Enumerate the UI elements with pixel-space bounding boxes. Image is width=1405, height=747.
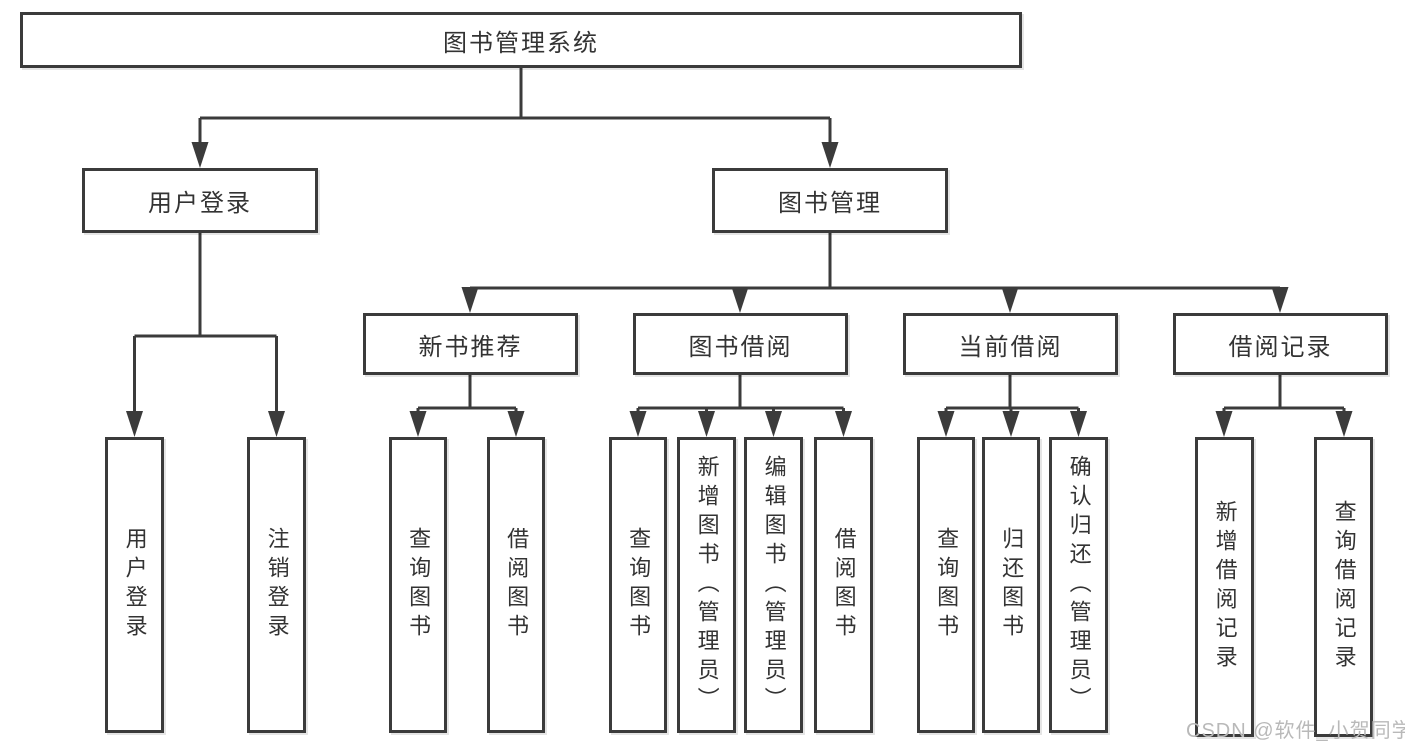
leaf-return-books: 归还图书 xyxy=(982,437,1040,733)
node-current-borrow: 当前借阅 xyxy=(903,313,1118,375)
leaf-user-login: 用户登录 xyxy=(105,437,164,733)
csdn-watermark: CSDN @软件_小贺同学 xyxy=(1186,720,1405,742)
node-book-borrow: 图书借阅 xyxy=(633,313,848,375)
leaf-query-books-recommend: 查询图书 xyxy=(389,437,447,733)
node-root-library-system: 图书管理系统 xyxy=(20,12,1022,68)
leaf-confirm-return-admin: 确认归还（管理员） xyxy=(1049,437,1108,733)
node-user-login: 用户登录 xyxy=(82,168,318,233)
leaf-query-books-borrow: 查询图书 xyxy=(609,437,667,733)
leaf-add-books-admin: 新增图书（管理员） xyxy=(677,437,736,733)
leaf-borrow-books: 借阅图书 xyxy=(814,437,873,733)
node-new-book-recommend: 新书推荐 xyxy=(363,313,578,375)
leaf-query-borrow-record: 查询借阅记录 xyxy=(1314,437,1373,737)
leaf-add-borrow-record: 新增借阅记录 xyxy=(1195,437,1254,737)
leaf-borrow-books-recommend: 借阅图书 xyxy=(487,437,545,733)
node-borrow-records: 借阅记录 xyxy=(1173,313,1388,375)
leaf-edit-books-admin: 编辑图书（管理员） xyxy=(744,437,803,733)
leaf-logout: 注销登录 xyxy=(247,437,306,733)
leaf-query-books-current: 查询图书 xyxy=(917,437,975,733)
node-book-management: 图书管理 xyxy=(712,168,948,233)
